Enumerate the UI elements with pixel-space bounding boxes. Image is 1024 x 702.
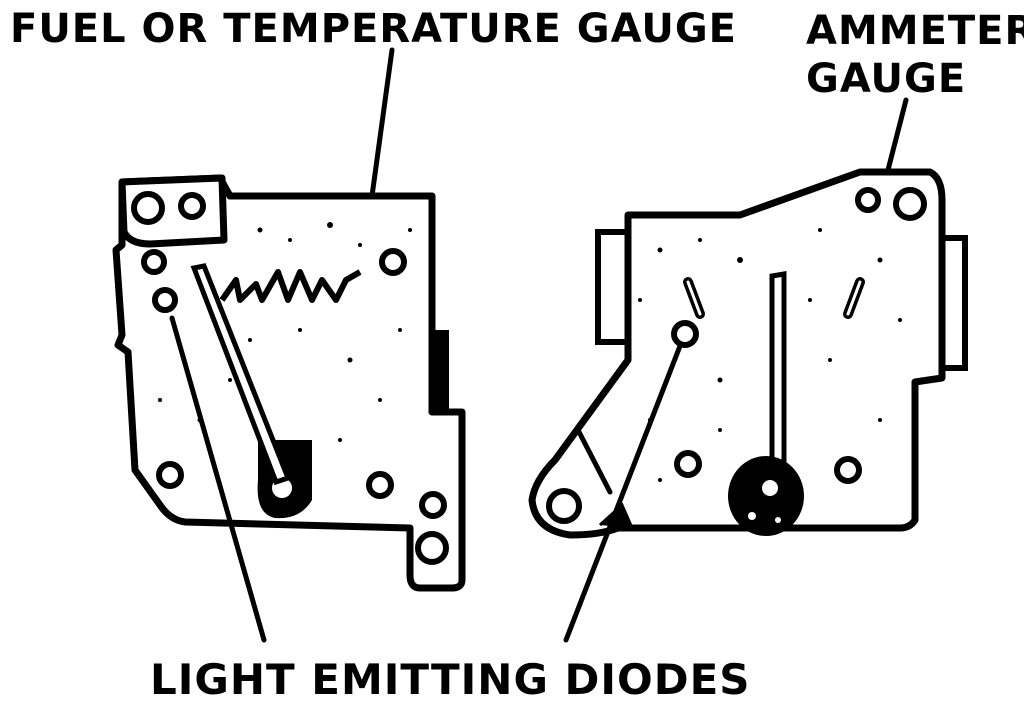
gauge-needle bbox=[769, 271, 787, 473]
gauge-side-tab bbox=[595, 229, 631, 345]
plate-hole bbox=[834, 456, 862, 484]
mount-hole bbox=[855, 187, 881, 213]
bracket-line bbox=[575, 427, 613, 495]
leader-led-left bbox=[169, 315, 267, 643]
gauge-scale bbox=[219, 269, 362, 303]
fuel-temperature-gauge bbox=[112, 174, 466, 592]
plate-hole bbox=[141, 249, 167, 275]
plate-hole bbox=[379, 248, 407, 276]
leader-fuel-temperature bbox=[369, 47, 395, 199]
gauge-needle bbox=[190, 263, 292, 486]
label-ammeter-line1: AMMETER bbox=[806, 8, 1024, 54]
plate-hole bbox=[415, 531, 449, 565]
plate-texture bbox=[638, 228, 902, 482]
label-fuel-temperature-gauge: FUEL OR TEMPERATURE GAUGE bbox=[10, 6, 737, 52]
led-hole bbox=[671, 320, 699, 348]
mount-hole bbox=[893, 187, 927, 221]
ammeter-gauge bbox=[528, 168, 968, 539]
label-light-emitting-diodes: LIGHT EMITTING DIODES bbox=[150, 655, 751, 702]
plate-hole bbox=[674, 450, 702, 478]
mount-hole bbox=[131, 191, 165, 225]
plate-hole bbox=[156, 461, 184, 489]
leader-led-right bbox=[563, 343, 683, 643]
pointer-pivot bbox=[762, 480, 778, 496]
mount-hole bbox=[546, 488, 582, 524]
mount-hole bbox=[178, 192, 206, 220]
pointer-hub bbox=[728, 456, 804, 536]
plate-hole bbox=[366, 471, 394, 499]
label-ammeter-line2: GAUGE bbox=[806, 56, 966, 102]
led-hole bbox=[152, 287, 178, 313]
plate-hole bbox=[419, 491, 447, 519]
leader-ammeter bbox=[885, 97, 909, 173]
